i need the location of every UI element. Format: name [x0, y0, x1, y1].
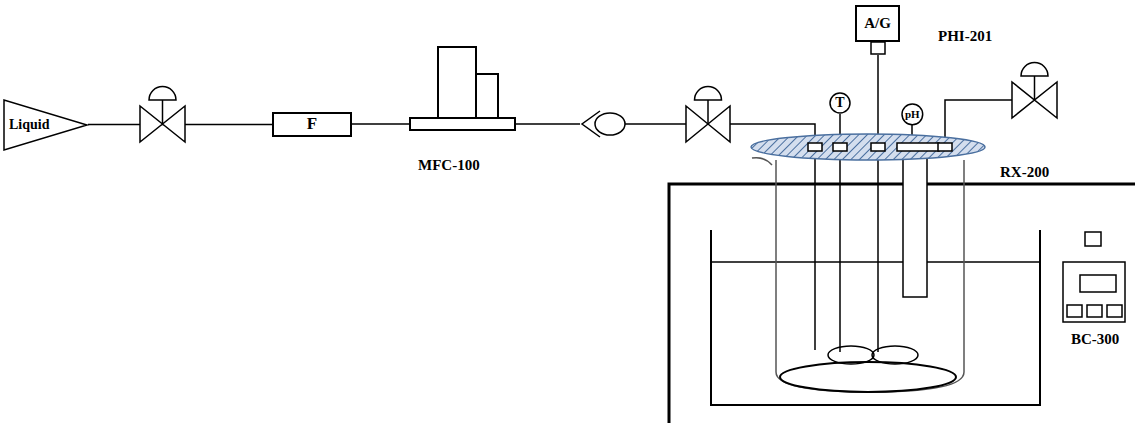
mfc-body-small: [476, 74, 498, 118]
lid-fitting: [897, 143, 939, 151]
control-valve: [140, 87, 185, 143]
node-text: F: [307, 115, 317, 134]
impeller-blade: [872, 346, 918, 364]
agitator-coupling: [871, 42, 885, 54]
ph-instrument: pH: [901, 103, 924, 126]
tag-label: RX-200: [1000, 164, 1049, 181]
lid-fitting: [871, 143, 885, 151]
node-text: pH: [905, 108, 920, 120]
mfc-base: [410, 118, 515, 130]
impeller-blade: [828, 346, 874, 364]
controller-top-box: [1085, 232, 1101, 246]
lid-fitting: [833, 143, 847, 151]
check-valve: [595, 113, 625, 135]
feed-line: [352, 123, 686, 125]
agitator-box: A/G: [855, 5, 900, 42]
temperature-instrument: T: [829, 92, 851, 114]
lid-fitting: [808, 143, 822, 151]
lid-fitting: [938, 143, 952, 151]
tag-label: PHI-201: [938, 28, 992, 45]
mfc-body: [438, 47, 476, 118]
filter-box: F: [272, 112, 352, 137]
agitator-shaft: [877, 55, 879, 352]
ph-probe: [903, 142, 927, 297]
control-valve: [1012, 63, 1057, 119]
beaker-body: [776, 160, 964, 392]
controller-button: [1087, 305, 1102, 317]
bath-frame: [669, 184, 1135, 423]
bath-tank: [711, 230, 1040, 405]
controller-panel: [1063, 262, 1125, 322]
source-tag: Liquid: [3, 99, 88, 151]
bath-water-line: [711, 261, 1040, 263]
controller-button: [1107, 305, 1122, 317]
beaker-spout: [752, 158, 772, 165]
control-valve: [686, 87, 730, 143]
controller-button: [1067, 305, 1082, 317]
stir-plate: [780, 362, 956, 392]
controller-display: [1080, 275, 1116, 292]
node-text: A/G: [864, 15, 891, 32]
tag-label: BC-300: [1071, 331, 1119, 348]
reactor-lid: [751, 134, 985, 160]
tag-label: MFC-100: [418, 157, 480, 174]
node-text: Liquid: [9, 117, 49, 132]
node-text: T: [835, 95, 844, 110]
